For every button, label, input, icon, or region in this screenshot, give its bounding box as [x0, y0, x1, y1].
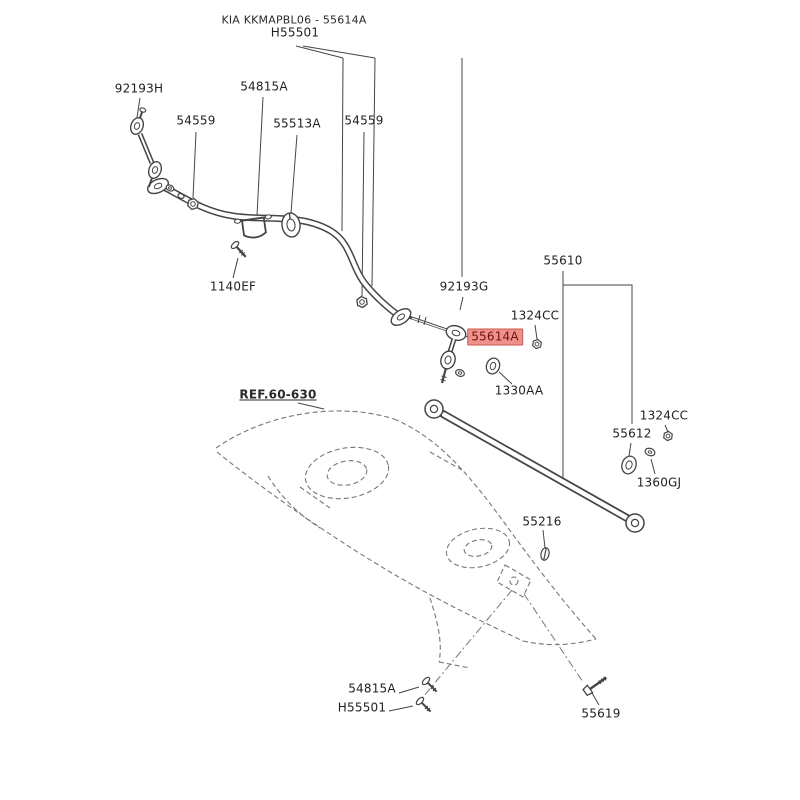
part-label-1330aa[interactable]: 1330AA: [494, 383, 544, 398]
part-label-h55501-top[interactable]: H55501: [270, 25, 320, 40]
link-nut-left-drawing: [187, 197, 199, 211]
part-label-54559-left[interactable]: 54559: [176, 113, 216, 128]
bracket-screw-front-drawing: [230, 240, 247, 258]
part-label-54559-right[interactable]: 54559: [344, 113, 384, 128]
part-label-55619[interactable]: 55619: [581, 706, 621, 721]
part-label-h55501-bottom[interactable]: H55501: [337, 700, 387, 715]
part-label-92193h[interactable]: 92193H: [114, 81, 164, 96]
rod-bushing-drawing: [621, 455, 637, 475]
stabilizer-link-front-drawing: [129, 107, 185, 200]
part-label-55610[interactable]: 55610: [543, 253, 583, 268]
bushing-bracket-drawing: [233, 214, 272, 239]
reference-link[interactable]: REF.60-630: [239, 387, 317, 402]
link-nut-upper-drawing: [532, 338, 542, 350]
stabilizer-link-rear-drawing: [408, 314, 467, 384]
stabilizer-bar-drawing: [146, 177, 412, 326]
assembly-axis-lines: [417, 589, 584, 704]
bracket-screw-rear-drawing: [421, 676, 438, 693]
clip-drawing: [540, 547, 550, 561]
diagram-title: KIA KKMAPBL06 - 55614A: [221, 13, 367, 27]
stabilizer-bushing-drawing: [281, 212, 301, 238]
lateral-rod-drawing: [424, 399, 645, 533]
part-label-55612[interactable]: 55612: [612, 426, 652, 441]
leader-lines: [135, 45, 669, 712]
part-label-55216[interactable]: 55216: [522, 514, 562, 529]
part-label-54815a-bottom[interactable]: 54815A: [348, 681, 396, 696]
frame-outline-drawing: [215, 410, 597, 669]
part-label-1360gj[interactable]: 1360GJ: [636, 475, 682, 490]
part-label-55614a-highlighted[interactable]: 55614A: [467, 328, 523, 346]
part-label-55513a[interactable]: 55513A: [273, 116, 321, 131]
link-nut-right-drawing: [356, 295, 368, 309]
part-label-92193g[interactable]: 92193G: [439, 279, 489, 294]
bracket-screw-rear2-drawing: [415, 696, 432, 713]
rod-washer-drawing: [644, 447, 656, 457]
rod-nut-drawing: [663, 430, 673, 442]
link-bushing-drawing: [485, 357, 501, 375]
part-label-54815a-top[interactable]: 54815A: [240, 79, 288, 94]
part-label-1140ef[interactable]: 1140EF: [209, 279, 257, 294]
part-label-1324cc-upper[interactable]: 1324CC: [510, 308, 560, 323]
rear-bolt-drawing: [582, 676, 608, 697]
part-label-1324cc-right[interactable]: 1324CC: [639, 408, 689, 423]
